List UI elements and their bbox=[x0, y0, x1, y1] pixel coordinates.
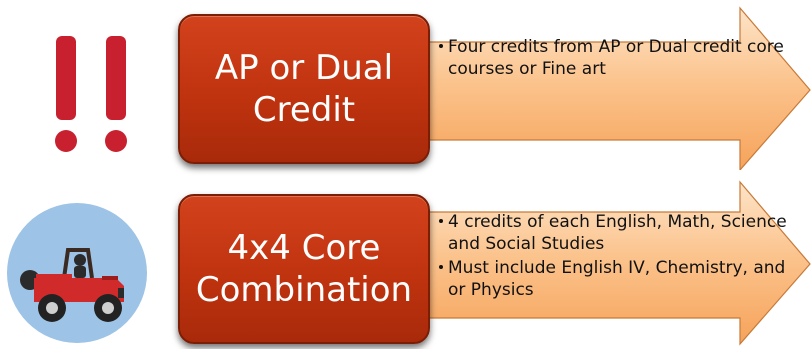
ap-dual-credit-box: AP or Dual Credit bbox=[178, 14, 430, 164]
box-label-line2: Combination bbox=[195, 270, 413, 310]
bullet-item: 4 credits of each English, Math, Science… bbox=[438, 211, 788, 255]
row-ap-dual-credit: AP or Dual Credit Four credits from AP o… bbox=[0, 0, 812, 170]
arrow-shape bbox=[399, 6, 811, 170]
box-label-line2: Credit bbox=[252, 90, 356, 130]
4x4-core-combination-box: 4x4 Core Combination bbox=[178, 194, 430, 344]
row-4x4-core-combination: 4x4 Core Combination 4 credits of each E… bbox=[0, 178, 812, 349]
bullet-list: 4 credits of each English, Math, Science… bbox=[438, 211, 788, 303]
bullet-list: Four credits from AP or Dual credit core… bbox=[438, 36, 788, 82]
bullet-item: Must include English IV, Chemistry, and … bbox=[438, 257, 788, 301]
jeep-icon bbox=[6, 202, 148, 344]
box-label-line1: 4x4 Core bbox=[227, 227, 381, 268]
arrow-shape bbox=[399, 180, 811, 346]
bullet-item: Four credits from AP or Dual credit core… bbox=[438, 36, 788, 80]
box-label-line1: AP or Dual bbox=[214, 47, 394, 88]
double-exclamation-icon bbox=[50, 36, 132, 158]
